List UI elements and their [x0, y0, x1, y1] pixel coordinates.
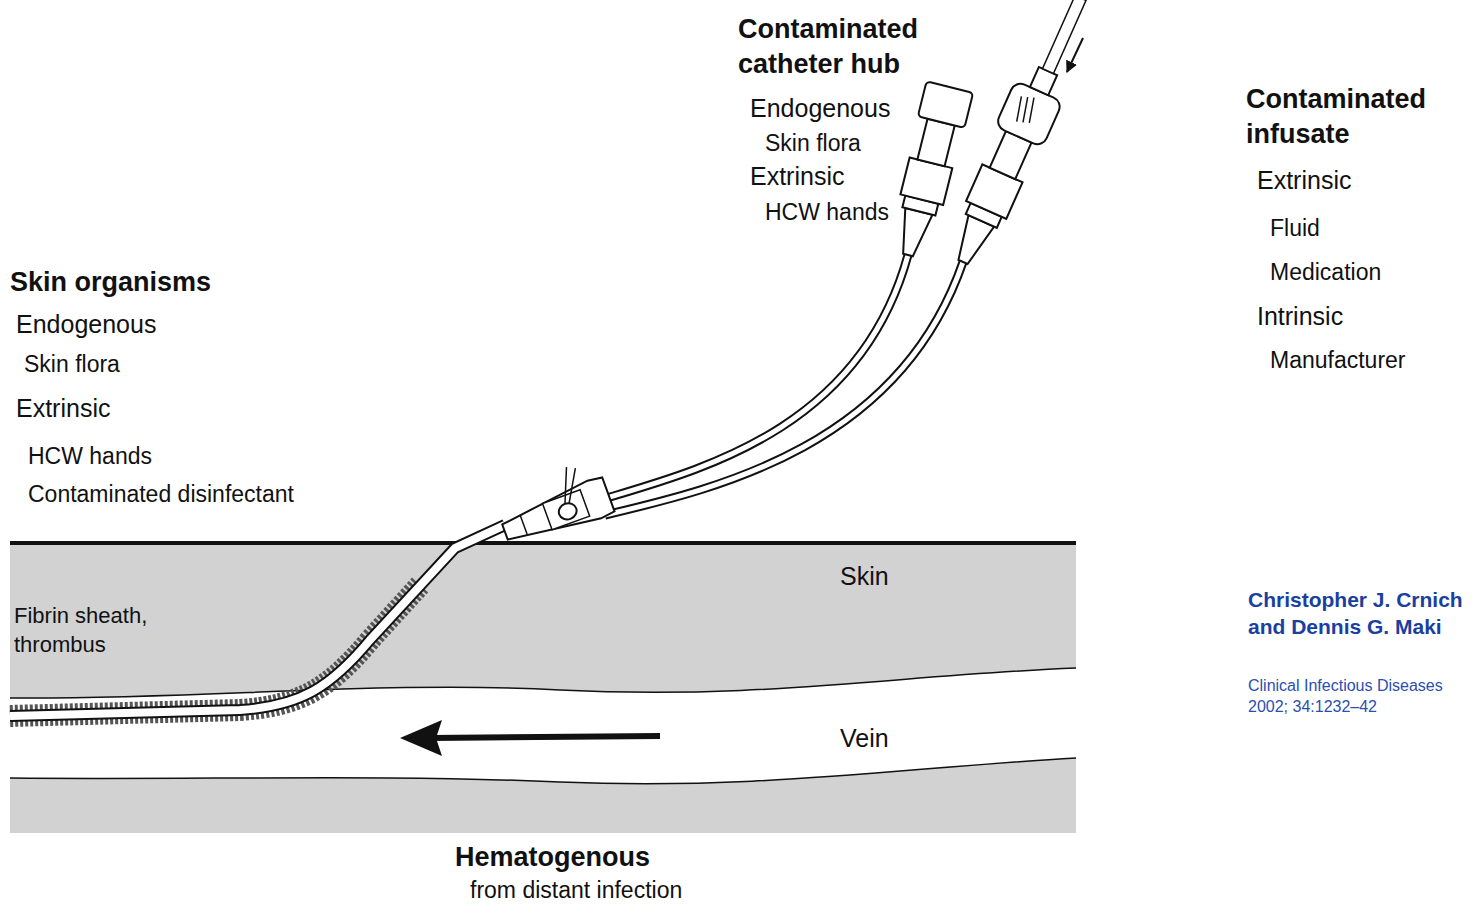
source-item: Contaminated disinfectant — [28, 480, 294, 510]
tissue-label: Skin — [840, 560, 889, 593]
vessel-label: Vein — [840, 722, 889, 755]
flow-arrow — [1067, 38, 1083, 72]
source-item: HCW hands — [28, 442, 152, 472]
source-item: HCW hands — [765, 198, 889, 228]
source-item: Fluid — [1270, 214, 1320, 244]
skin-surface — [10, 541, 1076, 545]
group-heading: Skin organisms — [10, 265, 211, 300]
citation-journal: Clinical Infectious Diseases 2002; 34:12… — [1248, 676, 1478, 718]
source-item: Skin flora — [24, 350, 120, 380]
vein — [10, 668, 1076, 784]
tissue-band — [10, 543, 1076, 833]
tissue-label: Fibrin sheath, thrombus — [14, 602, 174, 659]
source-category: Endogenous — [750, 92, 890, 125]
flow-arrow — [400, 720, 442, 756]
source-category: Extrinsic — [750, 160, 844, 193]
source-category: Extrinsic — [1257, 164, 1351, 197]
source-item: from distant infection — [470, 876, 682, 906]
suture — [557, 501, 579, 522]
group-heading: Contaminated infusate — [1246, 82, 1478, 152]
group-heading: Hematogenous — [455, 840, 650, 875]
infusion-connector — [939, 0, 1104, 273]
source-category: Extrinsic — [16, 392, 110, 425]
citation-authors: Christopher J. Crnich and Dennis G. Maki — [1248, 586, 1478, 641]
source-item: Skin flora — [765, 129, 861, 159]
catheter-hub — [491, 457, 615, 551]
source-item: Medication — [1270, 258, 1381, 288]
source-category: Endogenous — [16, 308, 156, 341]
hub-connector — [885, 81, 973, 260]
source-category: Intrinsic — [1257, 300, 1343, 333]
source-item: Manufacturer — [1270, 346, 1406, 376]
group-heading: Contaminated catheter hub — [738, 12, 953, 82]
